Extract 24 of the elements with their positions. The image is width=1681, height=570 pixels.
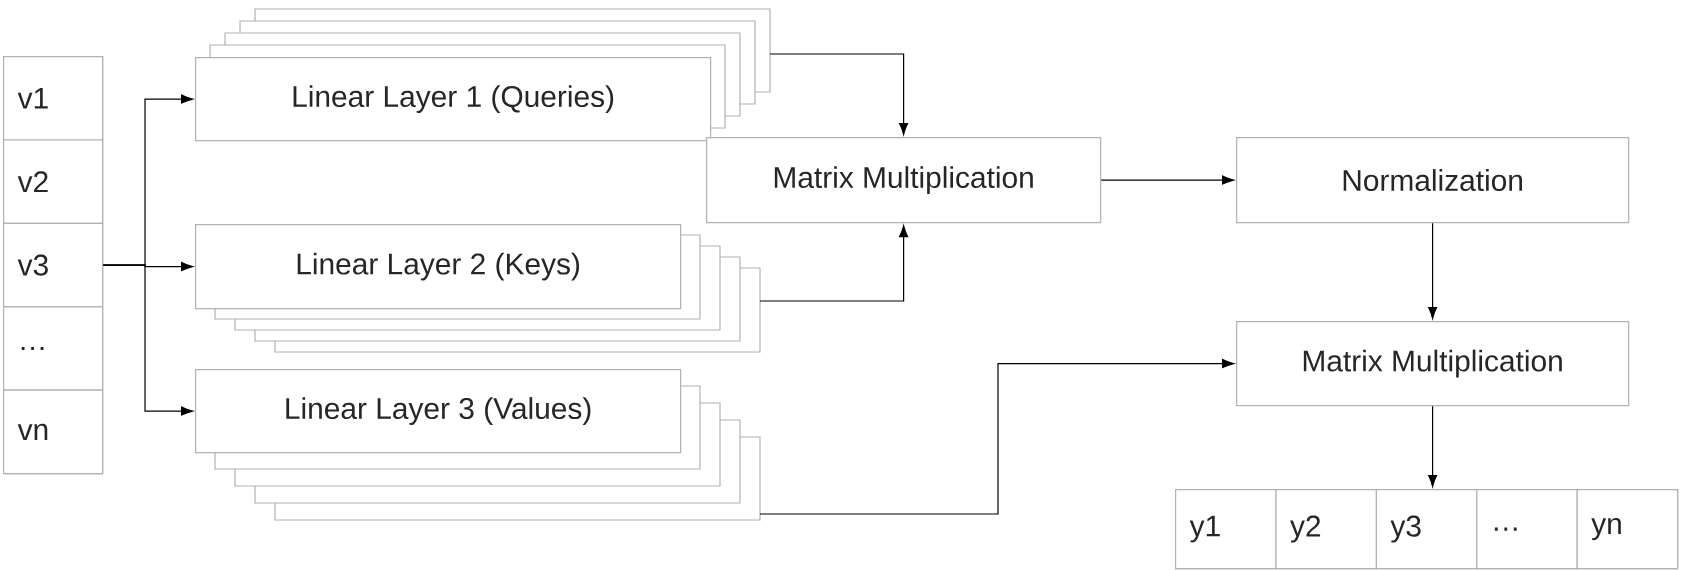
stacked-box: Linear Layer 3 (Values) [195,369,761,521]
table-cell: … [3,306,104,391]
table-cell: y1 [1175,489,1277,570]
table-cell: v2 [3,139,104,224]
process-box: Matrix Multiplication [706,137,1102,224]
arrow [759,359,1234,515]
node-label: y3 [1390,515,1421,543]
table-cell: y2 [1275,489,1377,570]
arrow [102,264,194,416]
process-box: Matrix Multiplication [1236,321,1630,407]
table-cell: v3 [3,222,104,308]
process-box: Normalization [1236,137,1630,224]
stacked-box: Linear Layer 2 (Keys) [195,224,761,353]
table-cell: … [1476,489,1578,570]
arrow [769,53,909,135]
arrow [1428,222,1438,319]
stacked-box: Linear Layer 1 (Queries) [195,8,771,142]
table-cell: vn [3,389,104,475]
table-cell: v1 [3,56,104,141]
table-cell: yn [1576,489,1679,570]
arrow [1100,175,1234,185]
arrow [1428,405,1438,487]
arrow [759,225,909,302]
table-cell: y3 [1375,489,1478,570]
